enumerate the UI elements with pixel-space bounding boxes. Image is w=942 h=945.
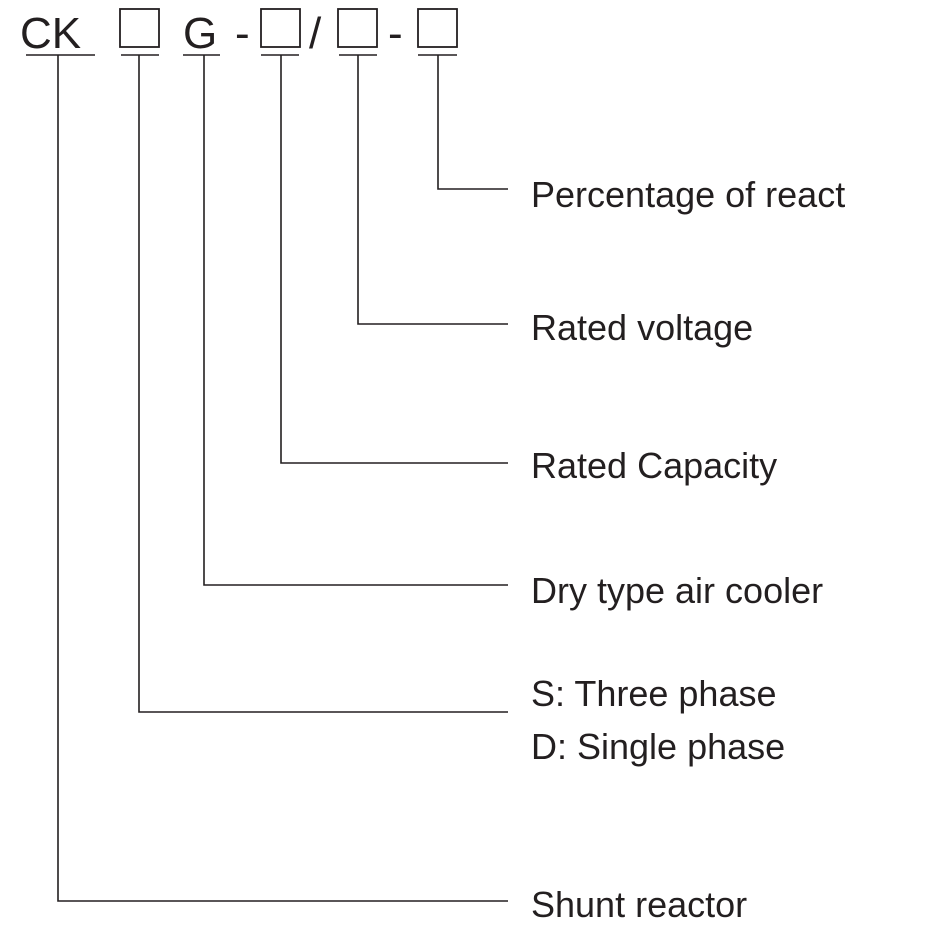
code-dash-1: -	[235, 9, 250, 58]
placeholder-box-reactance	[417, 8, 458, 48]
label-single-phase: D: Single phase	[531, 726, 785, 767]
leader-line-capacity	[280, 55, 508, 464]
leader-line-voltage	[357, 55, 508, 325]
code-prefix-ck: CK	[20, 9, 81, 58]
label-rated-capacity: Rated Capacity	[531, 445, 777, 486]
label-percentage-of-reactance: Percentage of react	[531, 174, 845, 215]
code-dash-2: -	[388, 9, 403, 58]
leader-line-g	[203, 55, 508, 586]
placeholder-box-phase	[119, 8, 160, 48]
label-dry-type-air-cooler: Dry type air cooler	[531, 570, 823, 611]
code-slash: /	[309, 9, 322, 58]
leader-line-reactance	[437, 55, 508, 190]
placeholder-box-voltage	[337, 8, 378, 48]
label-rated-voltage: Rated voltage	[531, 307, 753, 348]
leader-line-phase	[138, 55, 508, 713]
placeholder-box-capacity	[260, 8, 301, 48]
code-letter-g: G	[183, 9, 217, 58]
label-shunt-reactor: Shunt reactor	[531, 884, 747, 925]
leader-line-ck	[57, 55, 508, 902]
label-three-phase: S: Three phase	[531, 673, 777, 714]
